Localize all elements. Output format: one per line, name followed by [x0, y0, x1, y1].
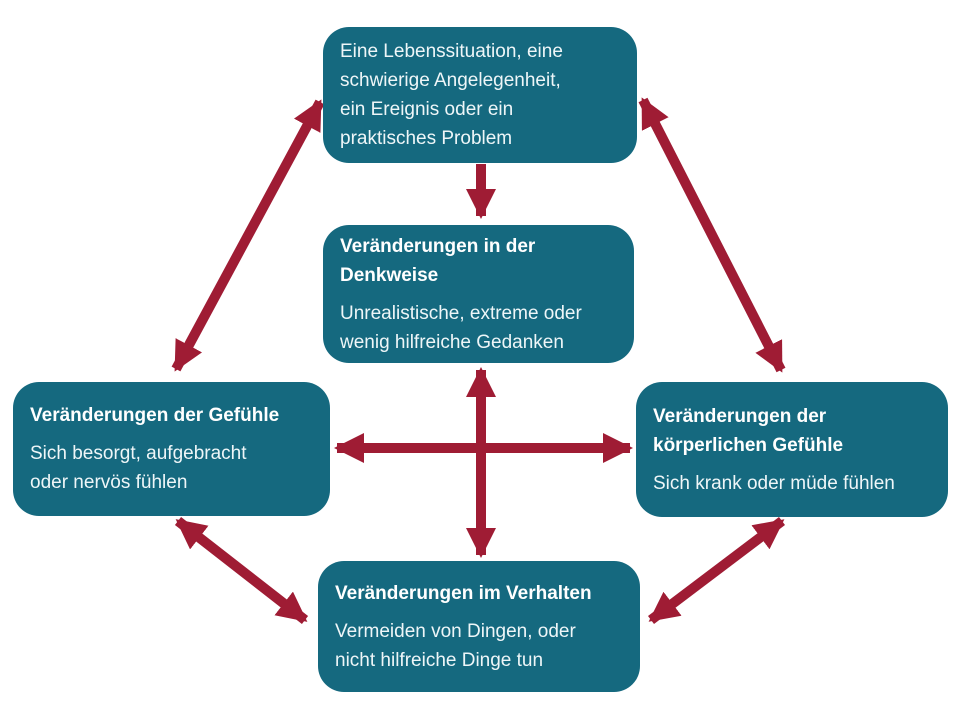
arrow-situation-physical: [638, 97, 786, 373]
node-behavior: Veränderungen im Verhalten Vermeiden von…: [318, 561, 640, 692]
node-physical-title: Veränderungen der körperlichen Gefühle: [653, 405, 844, 456]
node-behavior-text: Vermeiden von Dingen, oder nicht hilfrei…: [335, 620, 576, 671]
node-feelings-text: Sich besorgt, aufgebracht oder nervös fü…: [30, 443, 247, 493]
node-situation: Eine Lebenssituation, eine schwierige An…: [323, 27, 637, 163]
node-thoughts-text: Unrealistische, extreme oder wenig hilfr…: [340, 302, 582, 353]
node-physical: Veränderungen der körperlichen Gefühle S…: [636, 382, 948, 517]
arrow-feelings-behavior: [174, 517, 309, 624]
arrow-physical-behavior: [647, 517, 786, 624]
node-feelings-title: Veränderungen der Gefühle: [30, 405, 280, 426]
node-thoughts-title: Veränderungen in der Denkweise: [340, 235, 536, 286]
node-thoughts: Veränderungen in der Denkweise Unrealist…: [323, 225, 634, 363]
node-behavior-title: Veränderungen im Verhalten: [335, 582, 592, 604]
node-situation-text: Eine Lebenssituation, eine schwierige An…: [340, 41, 563, 149]
arrow-situation-feelings: [171, 99, 325, 372]
node-physical-text: Sich krank oder müde fühlen: [653, 472, 895, 494]
node-feelings: Veränderungen der Gefühle Sich besorgt, …: [13, 382, 330, 516]
